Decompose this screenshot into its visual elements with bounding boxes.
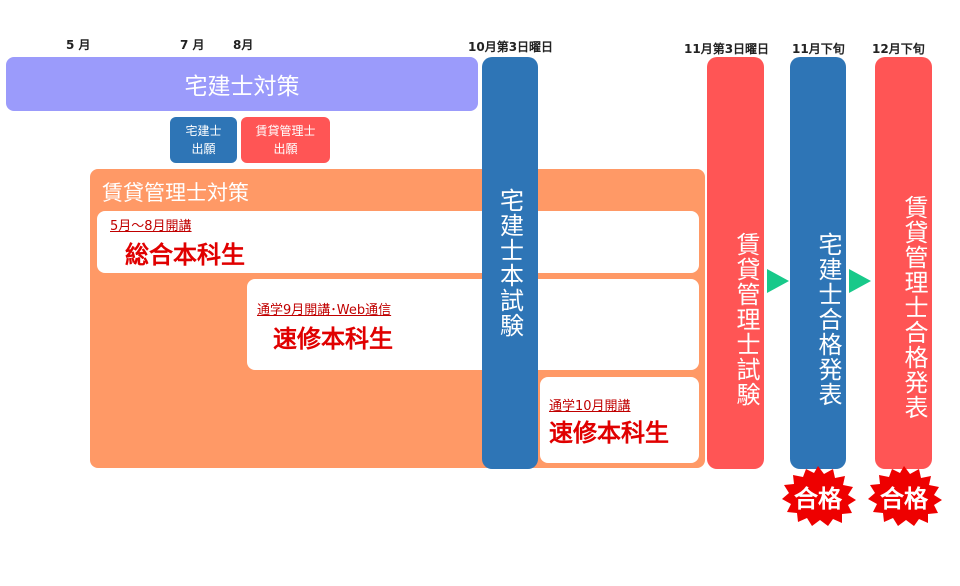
takken-application-label: 宅建士 出願 bbox=[185, 124, 222, 156]
course-label: 通学9月開講･Web通信 bbox=[257, 303, 392, 318]
arrow-right-icon bbox=[849, 269, 871, 293]
course-card-general: 5月～8月開講 総合本科生 bbox=[97, 211, 699, 273]
takken-exam-bar: 宅建士本試験 bbox=[482, 57, 538, 469]
course-name: 総合本科生 bbox=[125, 241, 245, 269]
starburst-icon bbox=[868, 466, 942, 526]
header-oct-exam-date: 10月第3日曜日 bbox=[468, 40, 554, 54]
chintai-exam-label: 賃貸管理士試験 bbox=[732, 231, 760, 407]
arrow-right-icon bbox=[767, 269, 789, 293]
chintai-prep-label: 賃貸管理士対策 bbox=[102, 181, 249, 205]
course-label: 通学10月開講 bbox=[549, 399, 631, 414]
header-aug: 8月 bbox=[233, 38, 254, 52]
pass-badge-takken: 合格 bbox=[780, 466, 856, 526]
takken-result-label: 宅建士合格発表 bbox=[814, 231, 842, 407]
takken-exam-label: 宅建士本試験 bbox=[495, 188, 524, 338]
takken-prep-label: 宅建士対策 bbox=[184, 74, 300, 100]
course-name: 速修本科生 bbox=[549, 419, 669, 447]
takken-prep-bar: 宅建士対策 bbox=[6, 57, 478, 111]
chintai-exam-bar: 賃貸管理士試験 bbox=[707, 57, 764, 469]
pass-badge-label: 合格 bbox=[794, 484, 842, 513]
course-label: 5月～8月開講 bbox=[110, 219, 192, 234]
header-may: 5 月 bbox=[66, 38, 91, 52]
pass-badge-label: 合格 bbox=[880, 484, 928, 513]
pass-badge-chintai: 合格 bbox=[866, 466, 942, 526]
header-nov-late: 11月下旬 bbox=[792, 42, 845, 56]
chintai-application-label: 賃貸管理士 出願 bbox=[255, 124, 316, 156]
chintai-application: 賃貸管理士 出願 bbox=[241, 117, 330, 163]
header-july: 7 月 bbox=[180, 38, 205, 52]
chintai-result-label: 賃貸管理士合格発表 bbox=[900, 194, 928, 420]
starburst-icon bbox=[782, 466, 856, 526]
header-nov-exam-date: 11月第3日曜日 bbox=[684, 42, 770, 56]
course-card-express-sept: 通学9月開講･Web通信 速修本科生 bbox=[247, 279, 699, 370]
course-card-express-oct: 通学10月開講 速修本科生 bbox=[540, 377, 699, 463]
takken-application: 宅建士 出願 bbox=[170, 117, 237, 163]
chintai-result-bar: 賃貸管理士合格発表 bbox=[875, 57, 932, 469]
takken-result-bar: 宅建士合格発表 bbox=[790, 57, 846, 469]
course-name: 速修本科生 bbox=[273, 325, 393, 353]
header-dec-late: 12月下旬 bbox=[872, 42, 925, 56]
